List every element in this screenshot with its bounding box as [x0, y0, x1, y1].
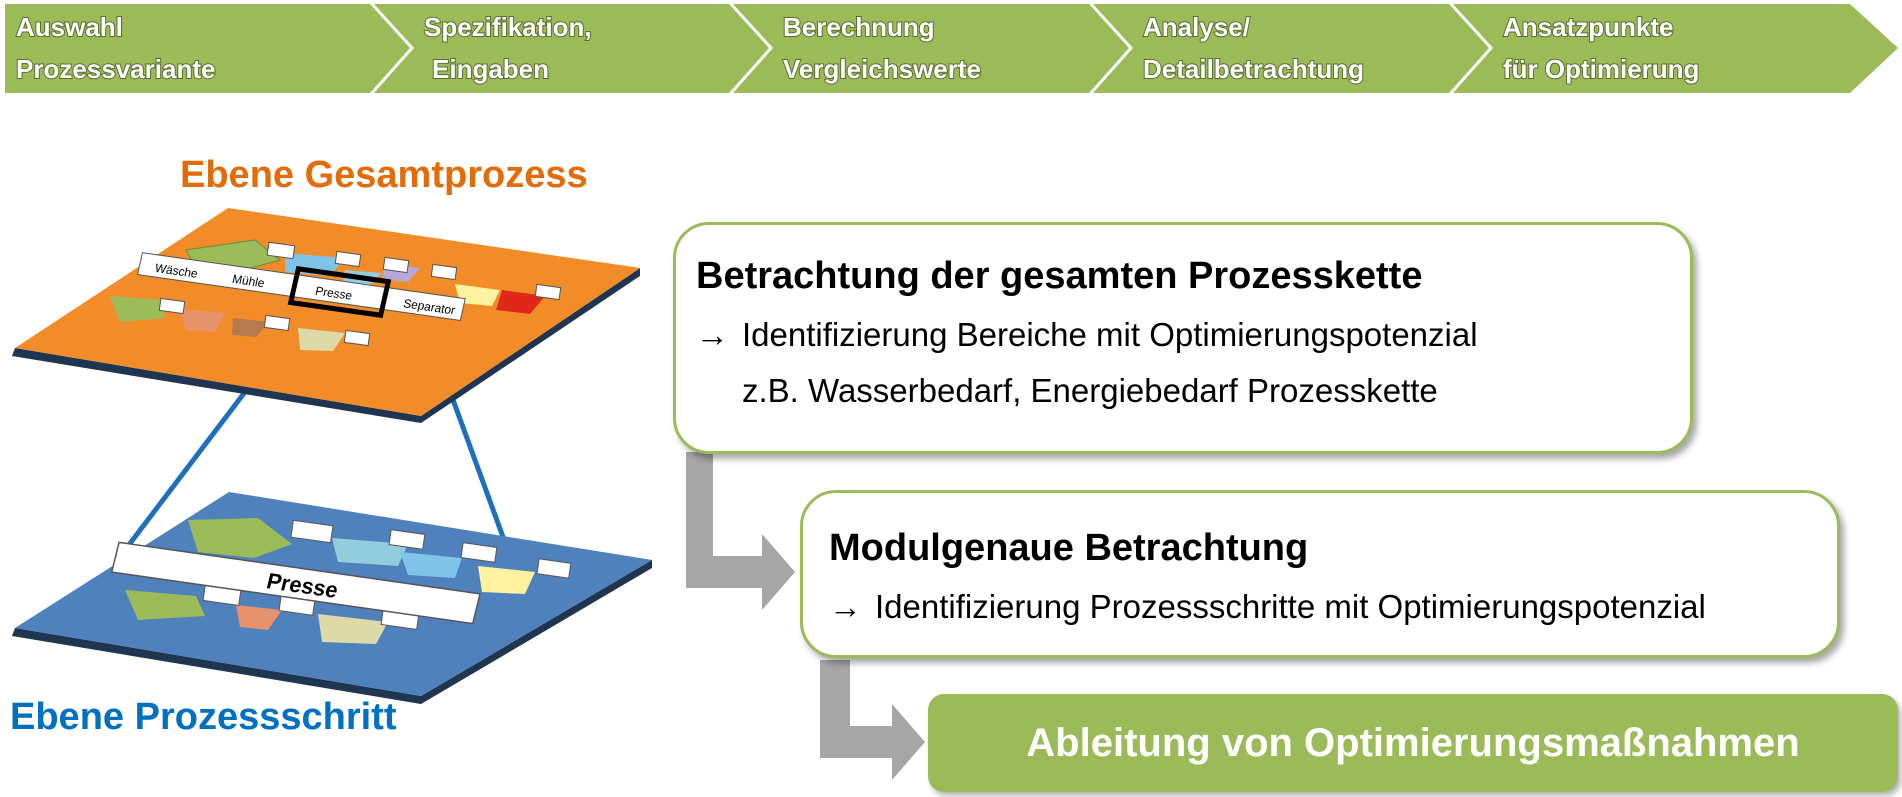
process-step-4-chevron [1093, 4, 1489, 93]
plane-top-surface [15, 208, 640, 416]
step-label-2 [388, 529, 426, 550]
plane-gesamtprozess: Wäsche Mühle Presse Separator [12, 208, 640, 423]
module-shape-brown [232, 318, 270, 337]
module-label-waesche: Wäsche [154, 261, 200, 281]
module-label-7 [263, 314, 291, 332]
process-step-3-line2: Vergleichswerte [783, 54, 981, 84]
process-step-5-chevron [1453, 4, 1898, 93]
module-shape-salmon [180, 309, 225, 332]
step-shape-green-2 [125, 590, 205, 620]
process-step-1-line1: Auswahl [16, 12, 123, 42]
flow-arrow-2 [820, 660, 925, 780]
arrow-right-icon: → [829, 588, 862, 625]
module-label-5 [534, 283, 562, 301]
step-shape-yellow [478, 566, 535, 594]
process-step-1-chevron [5, 4, 410, 93]
presse-highlight [287, 265, 392, 319]
layer-title-prozessschritt: Ebene Prozessschritt [10, 696, 397, 738]
step-shape-green [188, 518, 292, 558]
module-chain-top: Wäsche Mühle Presse Separator [136, 252, 466, 322]
module-label-muehle: Mühle [231, 272, 266, 290]
step-label-4 [536, 558, 572, 579]
module-label-8 [343, 329, 371, 347]
process-chevron-bar: Auswahl Prozessvariante Spezifikation, E… [5, 4, 1898, 93]
box-modulgenaue-betrachtung-title: Modulgenaue Betrachtung [829, 527, 1309, 569]
module-label-presse-top: Presse [314, 284, 354, 303]
module-label-3 [382, 256, 410, 274]
process-step-4-line2: Detailbetrachtung [1143, 54, 1364, 84]
box-modulgenaue-betrachtung-text1: Identifizierung Prozessschritte mit Opti… [875, 588, 1706, 625]
presse-bar [110, 541, 481, 625]
box-modulgenaue-betrachtung: Modulgenaue Betrachtung → Identifizierung… [800, 490, 1840, 658]
module-shape-beige [298, 328, 345, 351]
step-shape-cyan [400, 552, 462, 578]
module-label-1 [266, 241, 296, 260]
result-optimierungsmassnahmen: Ableitung von Optimierungsmaßnahmen [928, 694, 1898, 792]
step-shape-beige [318, 614, 388, 644]
module-label-4 [430, 263, 458, 281]
box-gesamte-prozesskette-line1: → Identifizierung Bereiche mit Optimierun… [696, 316, 1690, 354]
module-shape-green-2 [110, 296, 165, 322]
process-step-1-line2: Prozessvariante [16, 54, 215, 84]
layer-title-gesamtprozess: Ebene Gesamtprozess [180, 154, 588, 196]
flow-arrow-1 [686, 452, 795, 610]
module-shape-red [496, 290, 545, 314]
module-label-2 [334, 250, 362, 268]
plane-prozessschritt: Presse [12, 492, 652, 704]
process-step-4-line1: Analyse/ [1143, 12, 1250, 42]
box-gesamte-prozesskette: Betrachtung der gesamten Prozesskette → I… [673, 222, 1693, 454]
box-gesamte-prozesskette-text1: Identifizierung Bereiche mit Optimierung… [742, 316, 1478, 353]
module-shape-yellow [455, 284, 500, 306]
process-step-3-line1: Berechnung [783, 12, 935, 42]
process-step-2-line2: Eingaben [432, 54, 549, 84]
step-label-3 [460, 542, 498, 563]
connector-line-left [123, 386, 250, 552]
process-step-5-line1: Ansatzpunkte [1503, 12, 1673, 42]
step-label-1 [290, 519, 334, 544]
step-shape-salmon [236, 605, 282, 630]
process-step-5-line2: für Optimierung [1503, 54, 1699, 84]
process-step-2-line1: Spezifikation, [424, 12, 592, 42]
box-modulgenaue-betrachtung-line1: → Identifizierung Prozessschritte mit Opt… [829, 588, 1837, 626]
process-step-3-chevron [733, 4, 1129, 93]
process-step-2-chevron [374, 4, 769, 93]
arrow-right-icon: → [696, 316, 729, 353]
box-gesamte-prozesskette-title: Betrachtung der gesamten Prozesskette [696, 255, 1423, 297]
box-gesamte-prozesskette-line2: z.B. Wasserbedarf, Energiebedarf Prozess… [742, 372, 1438, 409]
module-label-6 [158, 297, 186, 315]
